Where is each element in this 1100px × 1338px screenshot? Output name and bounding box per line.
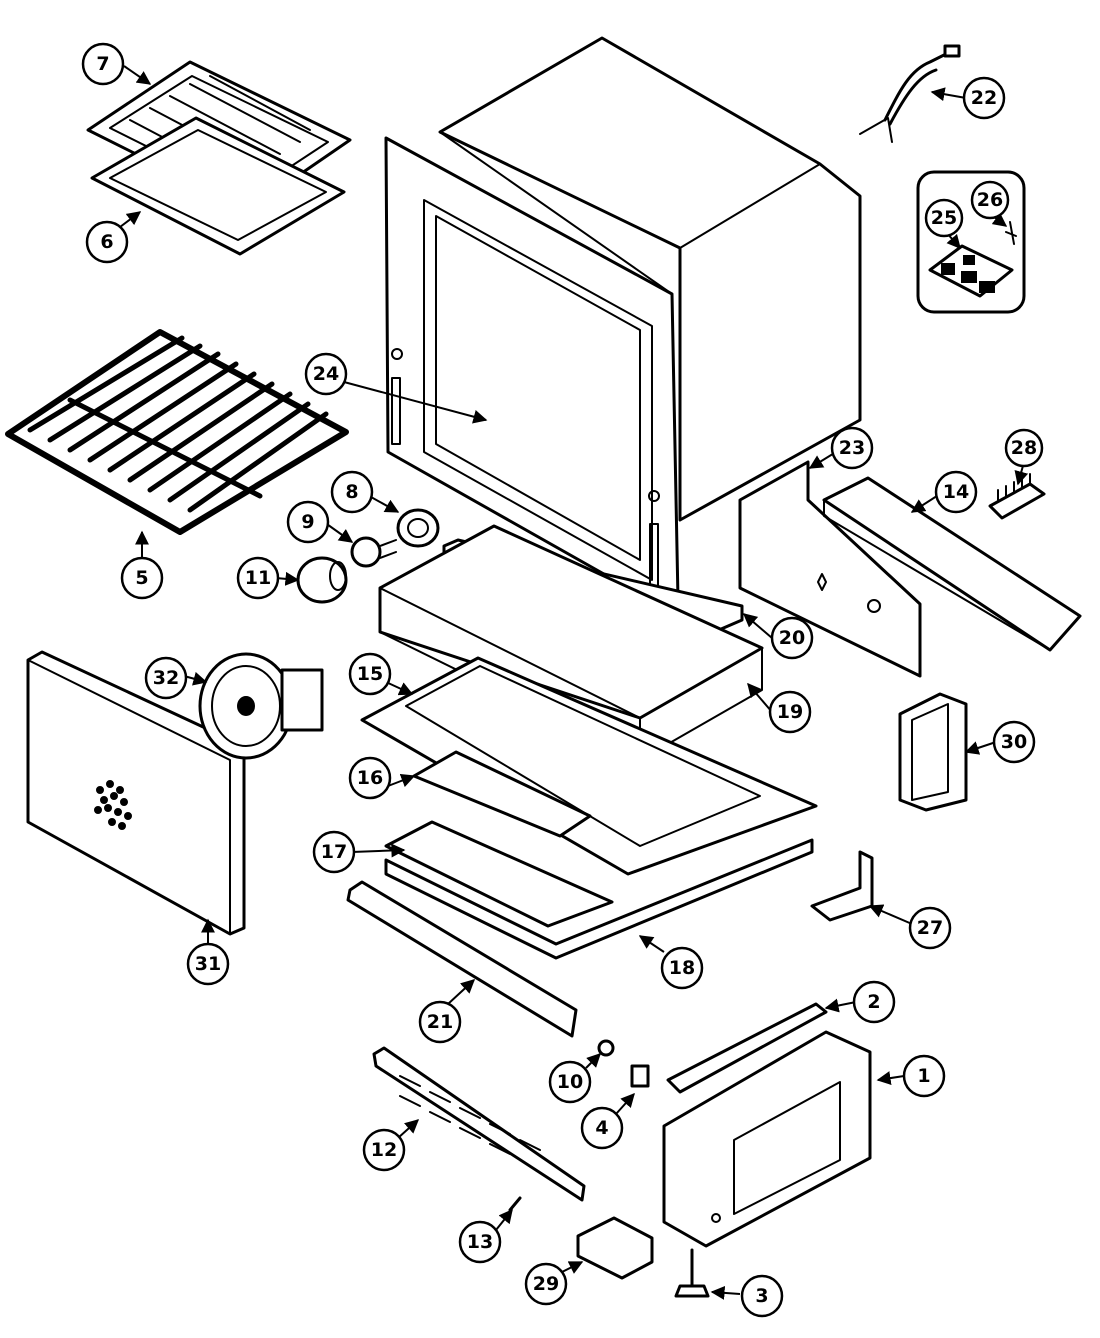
callout-32: 32 — [144, 656, 188, 700]
svg-text:10: 10 — [557, 1071, 583, 1093]
part-leveling-leg — [674, 1248, 710, 1298]
svg-text:5: 5 — [135, 567, 148, 589]
callout-5: 5 — [120, 556, 164, 600]
part-base-17 — [384, 820, 614, 928]
callout-7: 7 — [81, 42, 125, 86]
svg-text:14: 14 — [943, 481, 969, 503]
svg-text:12: 12 — [371, 1139, 397, 1161]
callout-21: 21 — [418, 1000, 462, 1044]
callout-3: 3 — [740, 1274, 784, 1318]
part-screw-10 — [597, 1039, 615, 1057]
callout-18: 18 — [660, 946, 704, 990]
part-insulation-16 — [412, 750, 592, 838]
part-light-bulb — [350, 536, 397, 568]
callout-8: 8 — [330, 470, 374, 514]
callout-26: 26 — [970, 180, 1010, 220]
callout-6: 6 — [85, 220, 129, 264]
part-terminal-block — [988, 473, 1046, 520]
part-oven-rack — [5, 329, 349, 535]
part-back-panel — [26, 650, 246, 936]
part-oven-cavity — [384, 36, 862, 610]
svg-text:31: 31 — [195, 953, 221, 975]
part-broiler-pan — [90, 116, 346, 256]
svg-text:13: 13 — [467, 1231, 493, 1253]
part-clip-4 — [630, 1064, 650, 1088]
part-light-socket — [396, 508, 440, 548]
svg-text:24: 24 — [313, 363, 339, 385]
callout-31: 31 — [186, 942, 230, 986]
callout-1: 1 — [902, 1054, 946, 1098]
svg-text:1: 1 — [917, 1065, 930, 1087]
callout-11: 11 — [236, 556, 280, 600]
svg-text:26: 26 — [977, 189, 1003, 211]
callout-23: 23 — [830, 426, 874, 470]
callout-12: 12 — [362, 1128, 406, 1172]
part-wire-harness — [859, 44, 961, 143]
svg-text:22: 22 — [971, 87, 997, 109]
callout-13: 13 — [458, 1220, 502, 1264]
svg-text:4: 4 — [595, 1117, 608, 1139]
callout-2: 2 — [852, 980, 896, 1024]
part-bracket-box — [898, 692, 968, 812]
svg-text:27: 27 — [917, 917, 943, 939]
callout-22: 22 — [962, 76, 1006, 120]
svg-text:18: 18 — [669, 957, 695, 979]
part-vent-panel — [372, 1046, 586, 1202]
part-convection-fan — [198, 652, 324, 760]
svg-text:3: 3 — [755, 1285, 768, 1307]
callout-16: 16 — [348, 756, 392, 800]
svg-text:16: 16 — [357, 767, 383, 789]
svg-text:20: 20 — [779, 627, 805, 649]
callout-4: 4 — [580, 1106, 624, 1150]
callout-9: 9 — [286, 500, 330, 544]
svg-text:32: 32 — [153, 667, 179, 689]
callout-14: 14 — [934, 470, 978, 514]
part-light-lens — [296, 556, 348, 604]
callout-29: 29 — [524, 1262, 568, 1306]
svg-text:17: 17 — [321, 841, 347, 863]
svg-text:8: 8 — [345, 481, 358, 503]
callout-19: 19 — [768, 690, 812, 734]
svg-text:21: 21 — [427, 1011, 453, 1033]
callout-24: 24 — [304, 352, 348, 396]
part-base-18 — [384, 838, 814, 960]
callout-27: 27 — [908, 906, 952, 950]
svg-text:15: 15 — [357, 663, 383, 685]
part-bracket-29 — [576, 1216, 654, 1280]
svg-text:30: 30 — [1001, 731, 1027, 753]
part-screw-13 — [508, 1196, 522, 1212]
part-trim-21 — [346, 880, 578, 1038]
callout-10: 10 — [548, 1060, 592, 1104]
callout-28: 28 — [1004, 428, 1044, 468]
callout-25: 25 — [924, 198, 964, 238]
part-drawer-1 — [662, 1030, 872, 1248]
svg-text:25: 25 — [931, 207, 957, 229]
svg-text:19: 19 — [777, 701, 803, 723]
part-insulation-19 — [378, 524, 764, 761]
svg-text:11: 11 — [245, 567, 271, 589]
svg-text:7: 7 — [96, 53, 109, 75]
svg-text:6: 6 — [100, 231, 113, 253]
part-bracket-27 — [810, 850, 874, 922]
callout-30: 30 — [992, 720, 1036, 764]
part-side-panel-23 — [738, 460, 922, 678]
part-channel-14 — [822, 476, 1082, 652]
callout-15: 15 — [348, 652, 392, 696]
svg-text:28: 28 — [1011, 437, 1037, 459]
svg-text:23: 23 — [839, 437, 865, 459]
callout-20: 20 — [770, 616, 814, 660]
svg-text:2: 2 — [867, 991, 880, 1013]
callout-17: 17 — [312, 830, 356, 874]
svg-text:29: 29 — [533, 1273, 559, 1295]
part-control-board-inset — [916, 170, 1026, 314]
svg-text:9: 9 — [301, 511, 314, 533]
